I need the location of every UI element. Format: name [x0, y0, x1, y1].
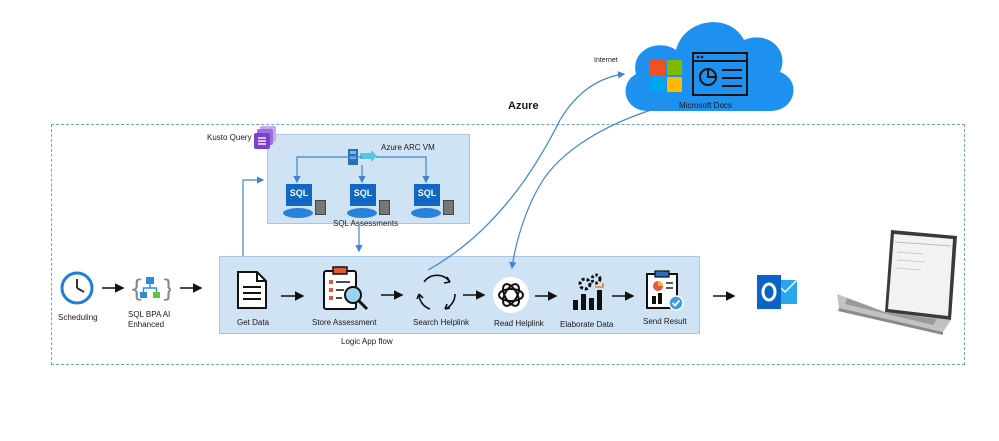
bpa-label-line1: SQL BPA AI — [128, 310, 171, 319]
outlook-icon — [757, 275, 798, 309]
sql-badge: SQL — [350, 184, 376, 206]
azure-arc-vm-label: Azure ARC VM — [381, 143, 435, 152]
cloud-label: Microsoft Docs — [679, 101, 732, 110]
kusto-query-icon — [254, 126, 276, 149]
step-store-assessment-label: Store Assessment — [312, 318, 377, 327]
report-icon — [315, 200, 326, 215]
sql-assessments-label: SQL Assessments — [333, 219, 399, 228]
openai-icon — [493, 277, 529, 313]
sql-badge: SQL — [414, 184, 440, 206]
report-icon — [379, 200, 390, 215]
azure-label: Azure — [508, 100, 539, 112]
step-get-data-label: Get Data — [237, 318, 270, 327]
sql-server-1: SQL — [283, 184, 327, 220]
report-check-icon — [646, 270, 684, 311]
scheduling-label: Scheduling — [58, 313, 98, 322]
sql-server-2: SQL — [347, 184, 391, 220]
arrow-vm-sql1 — [293, 156, 362, 184]
step-send-result-label: Send Result — [643, 317, 687, 326]
report-icon — [443, 200, 454, 215]
microsoft-logo-icon — [650, 60, 682, 92]
refresh-cycle-icon — [416, 274, 456, 310]
internet-label: Internet — [594, 57, 618, 64]
laptop-icon — [837, 230, 957, 335]
bpa-workflow-icon: { } — [129, 275, 171, 303]
sql-badge: SQL — [286, 184, 312, 206]
kusto-query-label: Kusto Query — [207, 133, 252, 142]
svg-text:}: } — [161, 275, 171, 303]
sql-server-3: SQL — [411, 184, 457, 220]
step-search-helplink-label: Search Helplink — [413, 318, 470, 327]
clock-icon — [60, 271, 94, 305]
arrow-getdata-kusto — [242, 176, 265, 256]
logic-app-flow-label: Logic App flow — [341, 337, 393, 346]
azure-boundary — [51, 124, 965, 365]
arrow-vm-sql3 — [376, 156, 430, 184]
arrow-search-internet — [427, 71, 626, 271]
step-elaborate-data-label: Elaborate Data — [560, 320, 614, 329]
document-icon — [237, 271, 267, 309]
docs-window-icon — [692, 52, 748, 96]
arrow-docs-read — [509, 103, 673, 270]
analytics-gears-icon — [573, 273, 604, 310]
bpa-label-line2: Enhanced — [128, 320, 165, 329]
assessment-clipboard-icon — [323, 266, 369, 311]
step-read-helplink-label: Read Helplink — [494, 319, 544, 328]
